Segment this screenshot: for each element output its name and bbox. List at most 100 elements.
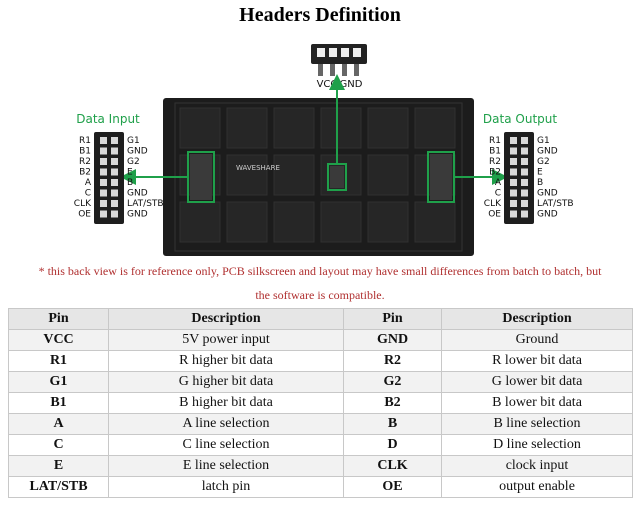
pin-label: GND <box>537 210 558 220</box>
description-cell: G lower bit data <box>441 371 633 393</box>
power-connector <box>311 44 367 76</box>
description-cell: D line selection <box>441 434 633 456</box>
pin-cell: D <box>343 434 442 456</box>
description-cell: C line selection <box>108 434 344 456</box>
pin-label: LAT/STB <box>537 199 574 209</box>
header-pin <box>510 137 517 144</box>
description-cell: Ground <box>441 329 633 351</box>
description-cell: B line selection <box>441 413 633 435</box>
data-output-title: Data Output <box>483 112 557 126</box>
led-panel-board <box>163 98 474 256</box>
header-pin <box>100 200 107 207</box>
header-pin: Pin <box>8 308 109 330</box>
header-pin <box>521 168 528 176</box>
header-pin <box>521 158 528 165</box>
pin-label: E <box>127 168 133 178</box>
pin-cell: R1 <box>8 350 109 372</box>
header-pin <box>521 200 528 207</box>
pin-label: GND <box>127 147 148 157</box>
pin-label: B1 <box>489 147 501 157</box>
description-cell: E line selection <box>108 455 344 477</box>
pin-cell: B2 <box>343 392 442 414</box>
pin-cell: G1 <box>8 371 109 393</box>
pin-label: C <box>85 189 91 199</box>
header-pin <box>111 147 118 155</box>
note-line-2: the software is compatible. <box>255 288 385 302</box>
pin-cell: C <box>8 434 109 456</box>
header-pin: Pin <box>343 308 442 330</box>
header-pin <box>100 168 107 176</box>
pin-label: C <box>495 189 501 199</box>
header-pin <box>100 137 107 144</box>
panel-cell <box>320 107 362 149</box>
panel-cell <box>226 201 268 243</box>
pin-label: B2 <box>489 168 501 178</box>
pin-cell: G2 <box>343 371 442 393</box>
header-pin <box>510 147 517 155</box>
panel-cell <box>273 201 315 243</box>
pin-label: OE <box>78 210 91 220</box>
output-header-connector <box>504 132 534 224</box>
panel-cell <box>367 154 409 196</box>
header-pin <box>521 189 528 197</box>
header-description: Description <box>441 308 633 330</box>
header-pin <box>111 179 118 186</box>
header-pin <box>111 200 118 207</box>
header-pin <box>111 137 118 144</box>
pin-cell: B1 <box>8 392 109 414</box>
panel-cell <box>179 107 221 149</box>
pin-label: B2 <box>79 168 91 178</box>
panel-cell <box>367 201 409 243</box>
board-brand: WAVESHARE <box>236 164 280 172</box>
panel-cell <box>226 107 268 149</box>
header-pin <box>521 147 528 155</box>
pin-label: B <box>537 178 543 188</box>
header-pin <box>521 210 528 218</box>
pin-label: G1 <box>127 136 140 146</box>
header-pin <box>510 168 517 176</box>
pin-cell: E <box>8 455 109 477</box>
pin-label: R1 <box>489 136 501 146</box>
header-description: Description <box>108 308 344 330</box>
description-cell: B higher bit data <box>108 392 344 414</box>
header-pin <box>510 189 517 197</box>
pin-label: G1 <box>537 136 550 146</box>
header-pin <box>111 158 118 165</box>
pin-cell: A <box>8 413 109 435</box>
description-cell: R lower bit data <box>441 350 633 372</box>
panel-cells <box>179 107 456 243</box>
pin-label: A <box>495 178 502 188</box>
header-pin <box>510 200 517 207</box>
description-cell: clock input <box>441 455 633 477</box>
pin-label: LAT/STB <box>127 199 164 209</box>
description-cell: B lower bit data <box>441 392 633 414</box>
header-pin <box>100 147 107 155</box>
pin-label: R2 <box>79 157 91 167</box>
panel-cell <box>226 154 268 196</box>
pin-label: A <box>85 178 92 188</box>
panel-cell <box>320 201 362 243</box>
pin-cell: LAT/STB <box>8 476 109 498</box>
description-cell: 5V power input <box>108 329 344 351</box>
pin-label: G2 <box>127 157 140 167</box>
pin-cell: VCC <box>8 329 109 351</box>
pin-cell: CLK <box>343 455 442 477</box>
pin-label: OE <box>488 210 501 220</box>
pin-cell: OE <box>343 476 442 498</box>
pin-label: B <box>127 178 133 188</box>
pin-label: CLK <box>74 199 92 209</box>
pin-label: G2 <box>537 157 550 167</box>
pin-cell: GND <box>343 329 442 351</box>
panel-cell <box>273 107 315 149</box>
description-cell: R higher bit data <box>108 350 344 372</box>
